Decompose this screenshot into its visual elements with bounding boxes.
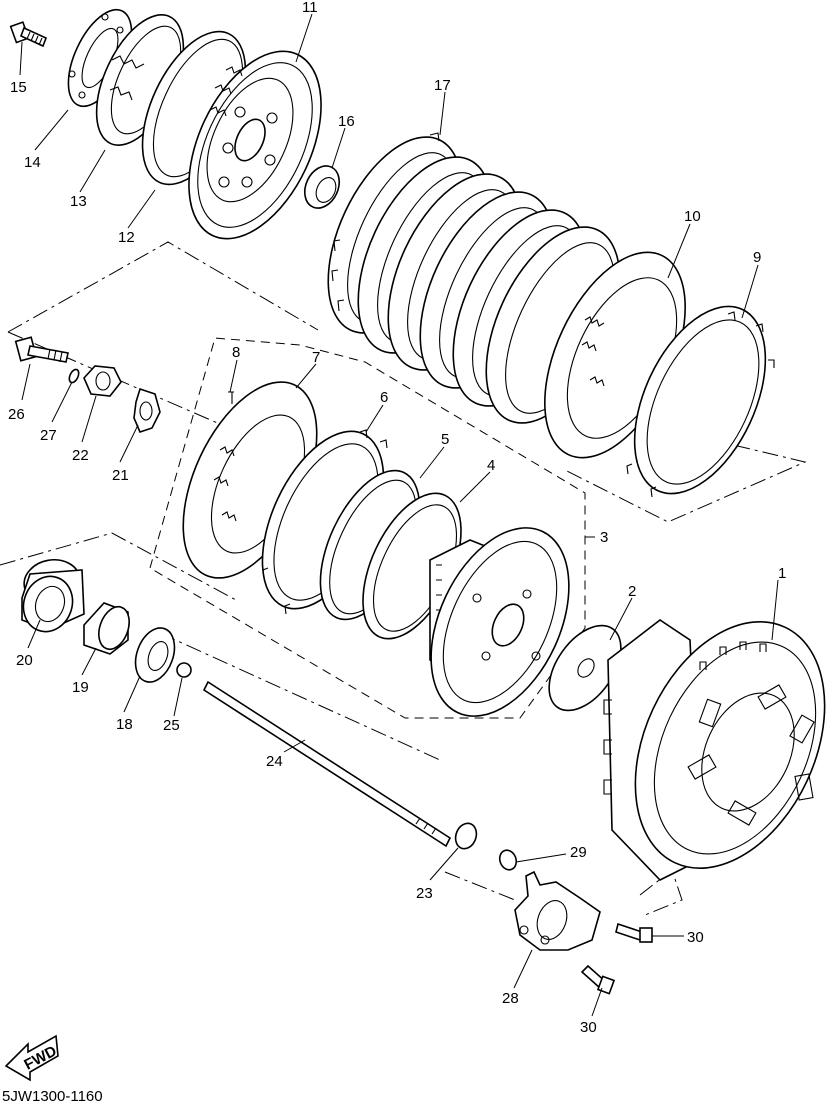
callout-11: 11 [302, 0, 318, 16]
bearing-part-16 [303, 165, 341, 209]
push-rod-part-24 [202, 680, 452, 848]
leader-lines [19, 13, 779, 1017]
diagram-code: 5JW1300-1160 [2, 1088, 103, 1105]
callout-23: 23 [416, 885, 433, 902]
callout-7: 7 [312, 349, 320, 366]
bolt-part-15 [9, 21, 48, 48]
primary-driven-gear-part-1 [603, 619, 826, 881]
callout-29: 29 [570, 844, 587, 861]
callout-labels: 1 2 3 4 5 6 7 8 9 10 11 12 13 14 15 16 1… [8, 0, 786, 1036]
friction-plate-part-9 [626, 305, 775, 498]
callout-10: 10 [684, 208, 701, 225]
callout-13: 13 [70, 193, 87, 210]
callout-18: 18 [116, 716, 133, 733]
bushing-part-20 [21, 558, 85, 633]
callout-9: 9 [753, 249, 761, 266]
callout-30-upper: 30 [687, 929, 704, 946]
callout-28: 28 [502, 990, 519, 1007]
callout-30-lower: 30 [580, 1019, 597, 1036]
ball-part-25 [176, 662, 192, 678]
callout-14: 14 [24, 154, 41, 171]
collar-part-23 [454, 822, 478, 850]
release-lever-part-28 [514, 870, 601, 951]
bolt-part-30a [615, 922, 653, 943]
lock-washer-part-21 [133, 387, 161, 433]
callout-20: 20 [16, 652, 33, 669]
callout-2: 2 [628, 583, 636, 600]
callout-5: 5 [441, 431, 449, 448]
callout-6: 6 [380, 389, 388, 406]
callout-19: 19 [72, 679, 89, 696]
callout-25: 25 [163, 717, 180, 734]
bolt-part-26 [14, 336, 69, 363]
callout-26: 26 [8, 406, 25, 423]
fwd-arrow-icon: FWD [4, 1034, 60, 1082]
callout-8: 8 [232, 344, 240, 361]
bushing-part-19 [83, 602, 130, 655]
pin-part-29 [498, 849, 518, 871]
callout-22: 22 [72, 447, 89, 464]
clutch-boss-part-11 [188, 50, 322, 240]
seal-part-18 [134, 627, 176, 683]
callout-24: 24 [266, 753, 283, 770]
callout-16: 16 [338, 113, 355, 130]
nut-part-22 [83, 365, 122, 397]
o-ring-part-27 [68, 368, 80, 384]
clutch-boss-part-3 [429, 527, 570, 717]
callout-21: 21 [112, 467, 129, 484]
callout-17: 17 [434, 77, 451, 94]
callout-1: 1 [778, 565, 786, 582]
plate-part-8 [228, 391, 234, 404]
callout-3: 3 [600, 529, 608, 546]
callout-15: 15 [10, 79, 27, 96]
callout-27: 27 [40, 427, 57, 444]
bolt-part-30b [580, 964, 616, 995]
callout-4: 4 [487, 457, 495, 474]
callout-12: 12 [118, 229, 135, 246]
